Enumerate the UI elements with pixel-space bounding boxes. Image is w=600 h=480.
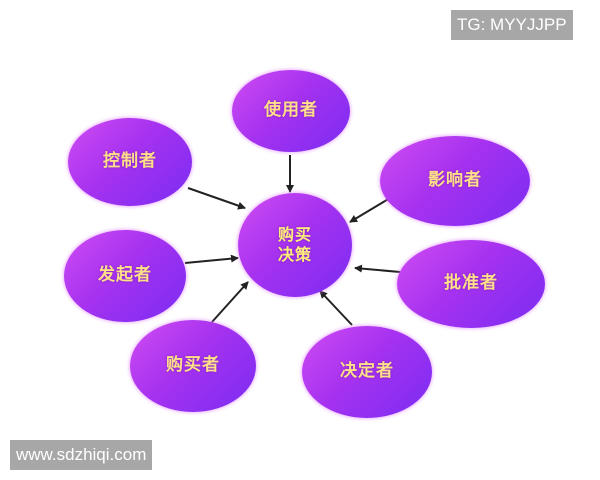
node-controller: 控制者	[68, 118, 192, 206]
node-buyer: 购买者	[130, 320, 256, 412]
node-decider: 决定者	[302, 326, 432, 418]
node-influencer-label: 影响者	[428, 170, 482, 191]
node-initiator-label: 发起者	[98, 265, 152, 286]
arrow-approver-to-center	[354, 264, 401, 273]
arrow-decider-to-center	[319, 290, 353, 326]
watermark-top-right: TG: MYYJJPP	[451, 10, 573, 40]
node-approver: 批准者	[397, 240, 545, 328]
node-purchase-decision-label: 购买 决策	[277, 225, 312, 264]
node-influencer: 影响者	[380, 136, 530, 226]
arrow-initiator-to-center	[184, 254, 239, 264]
node-decider-label: 决定者	[340, 361, 394, 382]
arrow-buyer-to-center	[211, 281, 249, 323]
node-buyer-label: 购买者	[166, 355, 220, 376]
node-approver-label: 批准者	[444, 273, 498, 294]
node-user: 使用者	[232, 70, 350, 152]
watermark-bottom-left: www.sdzhiqi.com	[10, 440, 153, 470]
arrow-influencer-to-center	[349, 197, 391, 223]
node-initiator: 发起者	[64, 230, 186, 322]
node-controller-label: 控制者	[103, 151, 157, 172]
arrow-controller-to-center	[187, 187, 246, 210]
node-user-label: 使用者	[264, 100, 318, 121]
node-purchase-decision: 购买 决策	[238, 193, 352, 297]
